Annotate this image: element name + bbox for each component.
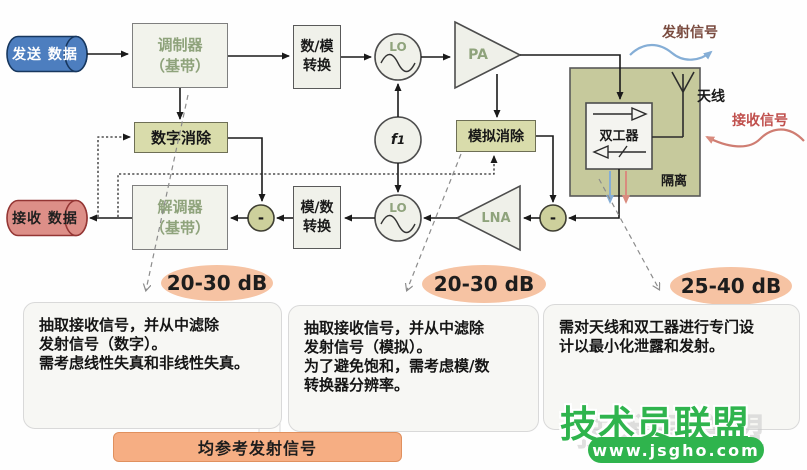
tx-data-label: 发送 数据 <box>12 47 78 63</box>
lo-tx-label: LO <box>389 40 407 54</box>
demodulator-box: 解调器 （基带） <box>132 185 228 250</box>
callout-isolation-line2: 计以最小化泄露和发射。 <box>559 337 725 355</box>
antenna-icon <box>652 71 695 138</box>
f1-subscript: 1 <box>396 133 406 147</box>
rx-signal-swoosh <box>705 128 805 148</box>
subtractor-rx2-label: - <box>549 209 557 227</box>
digital-cancel-box: 数字消除 <box>134 122 228 153</box>
callout-analog-line1: 抽取接收信号，并从中滤除 <box>304 319 485 337</box>
rx-data-cylinder <box>6 199 88 237</box>
demodulator-label-1: 解调器 <box>157 197 203 216</box>
callout-digital-line1: 抽取接收信号，并从中滤除 <box>39 316 220 334</box>
lna-label: LNA <box>481 210 511 226</box>
rx-signal-label: 接收信号 <box>732 113 788 129</box>
lo-rx-label: LO <box>389 201 407 215</box>
callout-isolation: 需对天线和双工器进行专门设 计以最小化泄露和发射。 <box>543 304 800 430</box>
demodulator-label-2: （基带） <box>149 218 210 237</box>
modulator-box: 调制器 （基带） <box>132 23 228 88</box>
watermark-url: www.jsgho.com <box>588 437 764 463</box>
adc-label-2: 转换 <box>303 218 331 235</box>
isolation-box <box>569 67 701 204</box>
gain-digital: 20-30 dB <box>166 271 268 295</box>
adc-label-1: 模/数 <box>300 199 334 216</box>
pa-triangle <box>454 20 522 90</box>
footer-note: 均参考发射信号 <box>113 432 402 462</box>
tx-signal-label: 发射信号 <box>662 25 718 41</box>
callout-analog: 抽取接收信号，并从中滤除 发射信号（模拟）。 为了避免饱和，需考虑模/数 转换器… <box>288 305 539 432</box>
f1-base: f <box>390 132 397 148</box>
dac-label-2: 转换 <box>303 58 331 74</box>
sine-icon-tx <box>380 53 416 73</box>
duplexer-label: 双工器 <box>599 128 639 144</box>
modulator-label-1: 调制器 <box>157 35 203 54</box>
pa-label: PA <box>468 47 488 63</box>
callout-digital-line2: 发射信号（数字）。 <box>39 335 167 353</box>
antenna-label: 天线 <box>697 89 725 105</box>
callout-isolation-line1: 需对天线和双工器进行专门设 <box>559 318 755 336</box>
gain-isolation: 25-40 dB <box>680 274 782 298</box>
callout-digital-line3: 需考虑线性失真和非线性失真。 <box>39 354 250 372</box>
callout-digital: 抽取接收信号，并从中滤除 发射信号（数字）。 需考虑线性失真和非线性失真。 <box>23 302 282 429</box>
callout-analog-line4: 转换器分辨率。 <box>304 376 410 394</box>
rx-data-label: 接收 数据 <box>12 211 78 227</box>
isolation-label: 隔离 <box>660 173 687 189</box>
adc-box: 模/数 转换 <box>293 186 341 249</box>
gain-analog: 20-30 dB <box>433 272 535 296</box>
dac-box: 数/模 转换 <box>293 25 341 89</box>
gain-ellipse-isolation <box>670 267 792 305</box>
dac-label-1: 数/模 <box>300 39 334 55</box>
analog-cancel-box: 模拟消除 <box>456 120 536 152</box>
subtractor-rx1-label: - <box>257 209 265 227</box>
duplexer-tx-arrow-icon <box>593 106 648 122</box>
tx-data-cylinder <box>6 35 88 73</box>
lna-triangle <box>455 184 521 252</box>
callout-analog-line2: 发射信号（模拟）。 <box>304 338 432 356</box>
gain-ellipse-digital <box>161 265 273 301</box>
duplexer-rx-arrow-icon <box>592 144 646 160</box>
callout-analog-line3: 为了避免饱和，需考虑模/数 <box>304 357 490 375</box>
tx-signal-swoosh <box>629 43 713 61</box>
feedback-dotted-wires <box>97 133 498 217</box>
modulator-label-2: （基带） <box>149 56 210 75</box>
